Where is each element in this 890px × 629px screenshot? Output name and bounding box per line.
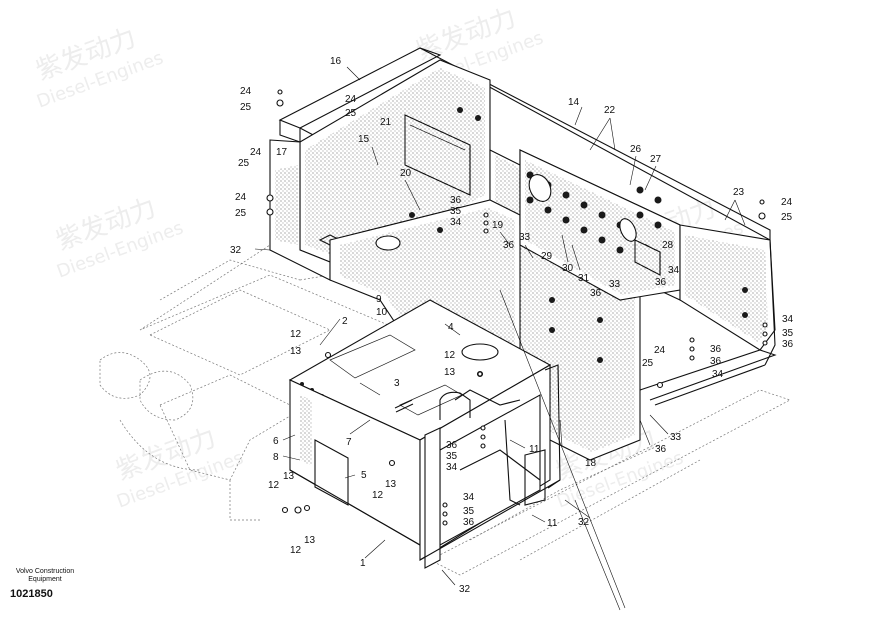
part-label-32: 32	[459, 584, 471, 595]
part-label-36: 36	[503, 240, 515, 251]
part-label-24: 24	[250, 147, 262, 158]
part-label-21: 21	[380, 117, 392, 128]
part-label-11: 11	[547, 518, 558, 529]
brand-line-2: Equipment	[28, 576, 62, 583]
drawing-number: 1021850	[10, 588, 53, 600]
part-label-33: 33	[609, 279, 621, 290]
part-label-32: 32	[578, 517, 590, 528]
part-label-31: 31	[578, 273, 590, 284]
part-label-18: 18	[585, 458, 597, 469]
part-label-33: 33	[519, 232, 531, 243]
part-label-14: 14	[568, 97, 580, 108]
part-label-33: 33	[670, 432, 682, 443]
part-label-35: 35	[450, 206, 462, 217]
part-label-36: 36	[590, 288, 602, 299]
brand-name: Volvo Construction Equipment	[10, 568, 80, 584]
part-label-25: 25	[240, 102, 252, 113]
part-label-36: 36	[655, 444, 667, 455]
part-label-6: 6	[273, 436, 279, 447]
part-label-11: 11	[529, 444, 540, 455]
part-label-17: 17	[276, 147, 288, 158]
ghost-track-frame	[429, 389, 791, 576]
part-label-20: 20	[400, 168, 412, 179]
part-label-24: 24	[235, 192, 247, 203]
part-label-19: 19	[492, 220, 504, 231]
part-label-9: 9	[376, 294, 382, 305]
part-label-25: 25	[235, 208, 247, 219]
part-label-34: 34	[450, 217, 462, 228]
part-label-12: 12	[290, 329, 302, 340]
part-label-28: 28	[662, 240, 674, 251]
part-label-23: 23	[733, 187, 745, 198]
part-label-8: 8	[273, 452, 279, 463]
part-label-10: 10	[376, 307, 388, 318]
part-label-36: 36	[446, 440, 458, 451]
part-label-32: 32	[230, 245, 242, 256]
part-label-12: 12	[268, 480, 280, 491]
part-label-15: 15	[358, 134, 370, 145]
part-label-24: 24	[345, 94, 357, 105]
part-label-12: 12	[372, 490, 384, 501]
part-label-5: 5	[361, 470, 367, 481]
part-label-27: 27	[650, 154, 662, 165]
leader-lines	[254, 66, 746, 611]
part-label-12: 12	[290, 545, 302, 556]
part-label-25: 25	[642, 358, 654, 369]
part-label-24: 24	[781, 197, 793, 208]
part-label-22: 22	[604, 105, 616, 116]
part-label-25: 25	[781, 212, 793, 223]
part-label-34: 34	[463, 492, 475, 503]
part-label-24: 24	[240, 86, 252, 97]
brand-line-1: Volvo Construction	[15, 568, 75, 575]
part-label-7: 7	[346, 437, 352, 448]
part-label-4: 4	[448, 322, 454, 333]
part-label-13: 13	[290, 346, 302, 357]
part-label-25: 25	[238, 158, 250, 169]
lower-box-assembly	[288, 299, 561, 569]
part-label-13: 13	[283, 471, 295, 482]
part-label-29: 29	[541, 251, 553, 262]
part-label-34: 34	[782, 314, 794, 325]
part-label-35: 35	[463, 506, 475, 517]
part-label-13: 13	[444, 367, 456, 378]
part-label-3: 3	[394, 378, 400, 389]
part-label-36: 36	[710, 356, 722, 367]
part-label-24: 24	[654, 345, 666, 356]
part-label-16: 16	[330, 56, 342, 67]
part-label-13: 13	[385, 479, 397, 490]
part-label-35: 35	[782, 328, 794, 339]
part-label-1: 1	[360, 558, 366, 569]
part-label-34: 34	[712, 369, 724, 380]
part-label-13: 13	[304, 535, 316, 546]
part-label-36: 36	[463, 517, 475, 528]
part-label-36: 36	[450, 195, 462, 206]
part-label-34: 34	[668, 265, 680, 276]
part-label-2: 2	[342, 316, 348, 327]
part-label-34: 34	[446, 462, 458, 473]
part-label-35: 35	[446, 451, 458, 462]
part-labels: 16 24 25 24 25 21 14 22 15 17 24 25 24 2…	[230, 56, 794, 595]
part-label-36: 36	[782, 339, 794, 350]
part-label-25: 25	[345, 108, 357, 119]
fasteners	[266, 89, 768, 526]
part-label-36: 36	[710, 344, 722, 355]
part-label-26: 26	[630, 144, 642, 155]
part-label-12: 12	[444, 350, 456, 361]
drawing-footer: Volvo Construction Equipment 1021850	[10, 568, 80, 600]
part-label-30: 30	[562, 263, 574, 274]
part-label-36: 36	[655, 277, 667, 288]
